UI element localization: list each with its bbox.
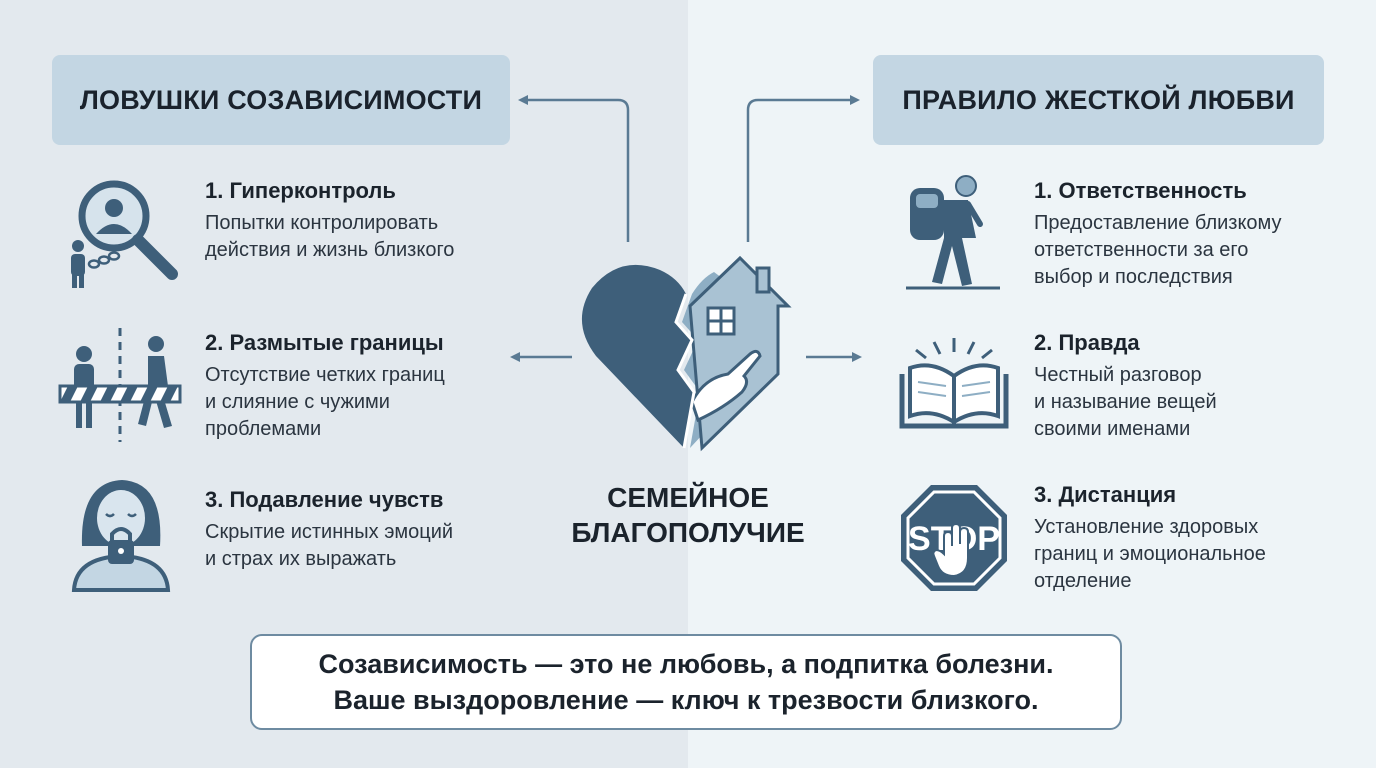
left-item-3-title: 3. Подавление чувств [205,487,444,512]
right-item-3-title: 3. Дистанция [1034,482,1177,507]
right-panel-header: ПРАВИЛО ЖЕСТКОЙ ЛЮБВИ [873,55,1324,145]
stop-sign-icon: STOP [898,482,1010,599]
arrow-to-right-header [746,95,860,242]
left-item-1-description: Попытки контролировать действия и жизнь … [205,212,455,261]
right-item-3-description: Установление здоровых границ и эмоционал… [1034,516,1266,592]
open-book-icon [896,336,1012,437]
center-label: СЕМЕЙНОЕ БЛАГОПОЛУЧИЕ [571,482,805,548]
left-panel-header: ЛОВУШКИ СОЗАВИСИМОСТИ [52,55,510,145]
right-item-2-description: Честный разговор и называние вещей своим… [1034,364,1217,440]
hiker-backpack-icon [900,174,1010,299]
locked-person-icon [66,472,176,601]
left-item-2-title: 2. Размытые границы [205,330,444,355]
barrier-people-icon [56,326,186,451]
right-item-2-title: 2. Правда [1034,330,1140,355]
arrow-to-left-header [518,95,630,242]
magnifier-person-icon [62,172,182,297]
left-item-2-description: Отсутствие четких границ и слияние с чуж… [205,364,445,440]
right-item-1-title: 1. Ответственность [1034,178,1247,203]
footer-quote: Созависимость — это не любовь, а подпитк… [250,634,1122,730]
left-item-1-title: 1. Гиперконтроль [205,178,396,203]
broken-heart-house-icon [574,252,800,457]
right-item-1-description: Предоставление близкому ответственности … [1034,212,1282,288]
left-item-3-description: Скрытие истинных эмоций и страх их выраж… [205,521,454,570]
